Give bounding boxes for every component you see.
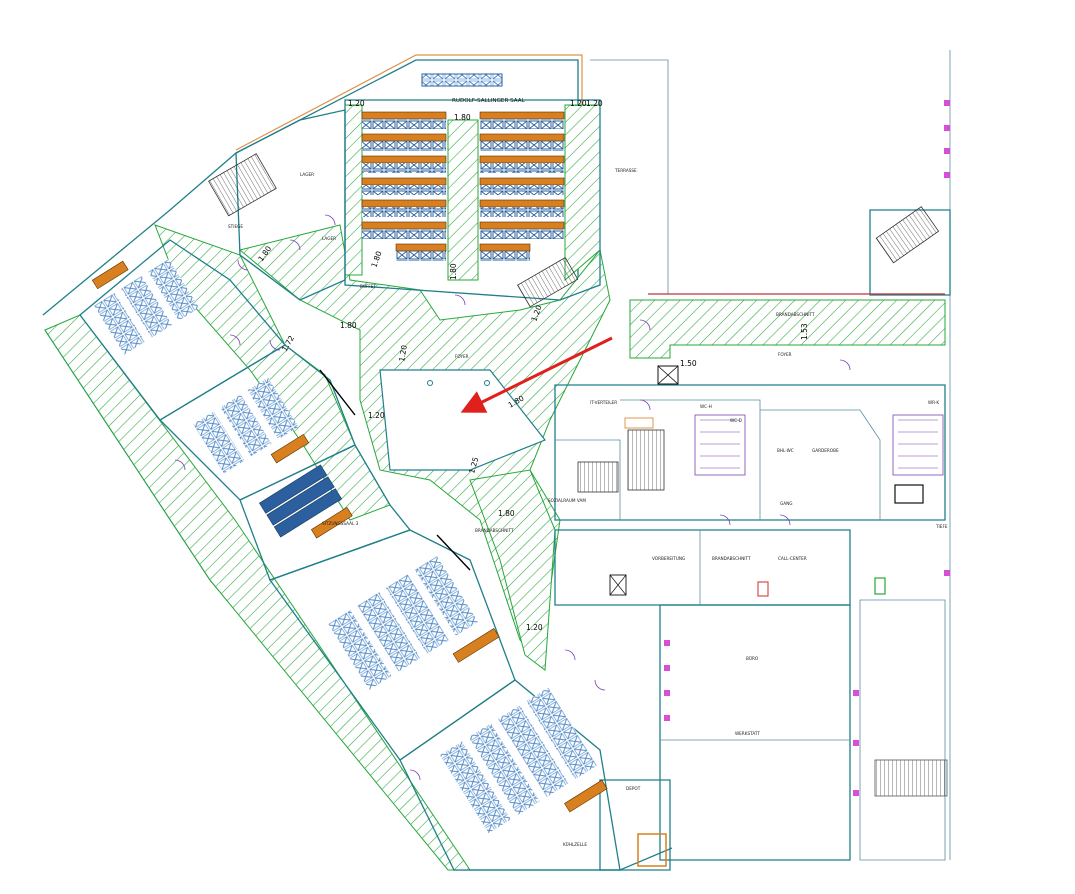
label-kuehlzelle: KÜHLZELLE — [563, 842, 587, 847]
dim-1-20-b: 1.20 — [570, 99, 587, 108]
saal-left-block — [361, 111, 447, 261]
red-arrow — [460, 336, 613, 413]
label-werkstatt: WERKSTATT — [735, 731, 760, 736]
label-rudolf-sallinger-saal: RUDOLF-SALLINGER SAAL — [452, 98, 526, 104]
label-buero: BÜRO — [746, 656, 759, 661]
label-sitzungssaal-3: SITZUNGSSAAL 3 — [322, 521, 359, 526]
dim-1-80-b: 1.80 — [369, 250, 383, 269]
label-sozialraum: SOZIALRAUM VAM — [548, 498, 586, 503]
dim-1-20-a: 1.20 — [348, 99, 365, 108]
misc-fixtures — [319, 293, 945, 867]
label-brandabschnitt-east: BRANDABSCHNITT — [776, 312, 815, 317]
label-stiege: STIEGE — [228, 224, 243, 229]
dim-1-80-e: 1.80 — [498, 509, 515, 518]
stairs — [208, 153, 948, 797]
dim-1-80-c: 1.80 — [449, 263, 458, 280]
dim-1-80-d: 1.80 — [340, 321, 357, 330]
label-call-center: CALL-CENTER — [778, 556, 807, 561]
wc-fixtures — [624, 414, 944, 504]
foyer-center — [379, 369, 546, 471]
dim-1-25: 1.25 — [467, 456, 480, 475]
label-tiefe: TIEFE — [935, 524, 948, 529]
dim-1-20-f: 1.20 — [397, 344, 409, 362]
label-lager-small: LAGER — [322, 236, 336, 241]
pink-markers — [664, 100, 950, 796]
dim-1-50: 1.50 — [680, 359, 697, 368]
saal-seating — [361, 73, 565, 261]
label-depot: DEPOT — [626, 786, 641, 791]
label-gang: GANG — [780, 501, 793, 506]
left-wing-seating — [91, 258, 608, 834]
dim-1-20-g: 1.20 — [526, 623, 543, 632]
room-labels: RUDOLF-SALLINGER SAAL LAGER TERRASSE STI… — [228, 98, 948, 847]
dim-1-72: 1.72 — [280, 334, 296, 353]
dim-1-20-e: 1.20 — [368, 411, 385, 420]
label-vorbereitung: VORBEREITUNG — [652, 556, 685, 561]
doors — [174, 214, 851, 781]
label-garderobe: GARDEROBE — [812, 448, 839, 453]
label-foyer: FOYER — [455, 354, 469, 359]
label-brandabschnitt-mid: BRANDABSCHNITT — [475, 528, 514, 533]
label-brandabschnitt-south: BRANDABSCHNITT — [712, 556, 751, 561]
dim-1-80-top: 1.80 — [454, 113, 471, 122]
label-wc-d: WC-D — [730, 418, 742, 423]
dim-1-53: 1.53 — [800, 323, 809, 340]
label-buffet: BUFFET — [360, 284, 376, 289]
label-it-verteiler: IT-VERTEILER — [590, 400, 617, 405]
label-wr-k: WR-K — [928, 400, 939, 405]
saal-right-block — [479, 111, 565, 261]
label-terrasse: TERRASSE — [614, 168, 637, 173]
label-foyer-east: FOYER — [778, 352, 792, 357]
label-bhl-wc: BHL-WC — [777, 448, 794, 453]
label-wc-h: WC-H — [700, 404, 712, 409]
dim-1-20-c: 1.20 — [586, 99, 603, 108]
label-lager-top: LAGER — [300, 172, 314, 177]
